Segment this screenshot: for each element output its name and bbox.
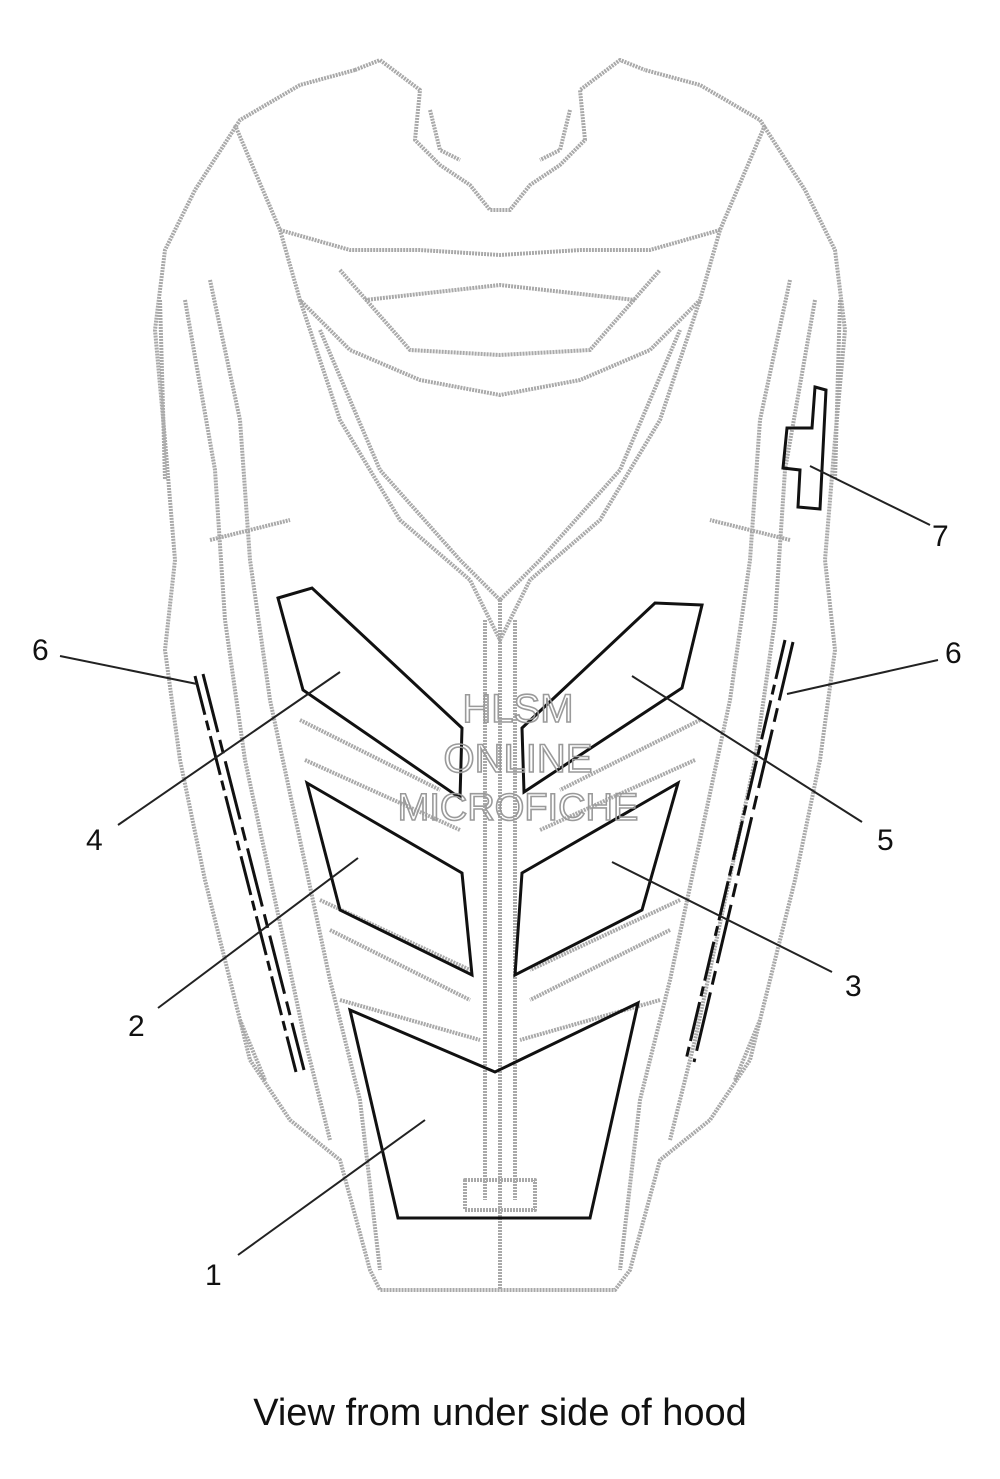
decal-1: [347, 1000, 641, 1220]
decal-4: [276, 586, 464, 801]
watermark-line-1: HLSM: [462, 687, 573, 731]
callout-1: 1: [205, 1259, 222, 1292]
decals: [276, 385, 828, 1220]
decal-3: [513, 779, 681, 978]
diagram-caption: View from under side of hood: [253, 1392, 747, 1434]
strip-right-a: [684, 639, 787, 1061]
callout-4: 4: [86, 824, 103, 857]
strip-left-a: [193, 675, 298, 1073]
watermark-line-2: ONLINE: [444, 737, 593, 781]
callout-5: 5: [877, 824, 894, 857]
callout-6-left: 6: [32, 634, 49, 667]
leader-5: [631, 675, 863, 823]
leader-7: [809, 465, 931, 526]
leader-1: [237, 1119, 426, 1256]
leader-6-right: [786, 659, 939, 695]
callout-3: 3: [845, 970, 862, 1003]
strip-left-b: [201, 673, 306, 1071]
leader-4: [117, 671, 341, 826]
strip-right-b: [692, 641, 795, 1063]
callout-7: 7: [932, 520, 949, 553]
hood-frame: [153, 58, 847, 1292]
callout-labels: 1 2 3 4 5 6 6 7: [32, 520, 962, 1292]
leader-lines: [59, 465, 939, 1256]
leader-6-left: [59, 655, 198, 685]
callout-2: 2: [128, 1010, 145, 1043]
strips: [193, 639, 795, 1073]
decal-5: [520, 601, 704, 795]
watermark-line-3: MICROFICHE: [398, 787, 639, 829]
callout-6-right: 6: [945, 637, 962, 670]
leader-2: [157, 857, 359, 1009]
decal-7: [781, 385, 828, 511]
decal-2: [304, 779, 474, 978]
leader-3: [611, 861, 833, 973]
watermark: HLSM ONLINE MICROFICHE: [397, 686, 639, 830]
